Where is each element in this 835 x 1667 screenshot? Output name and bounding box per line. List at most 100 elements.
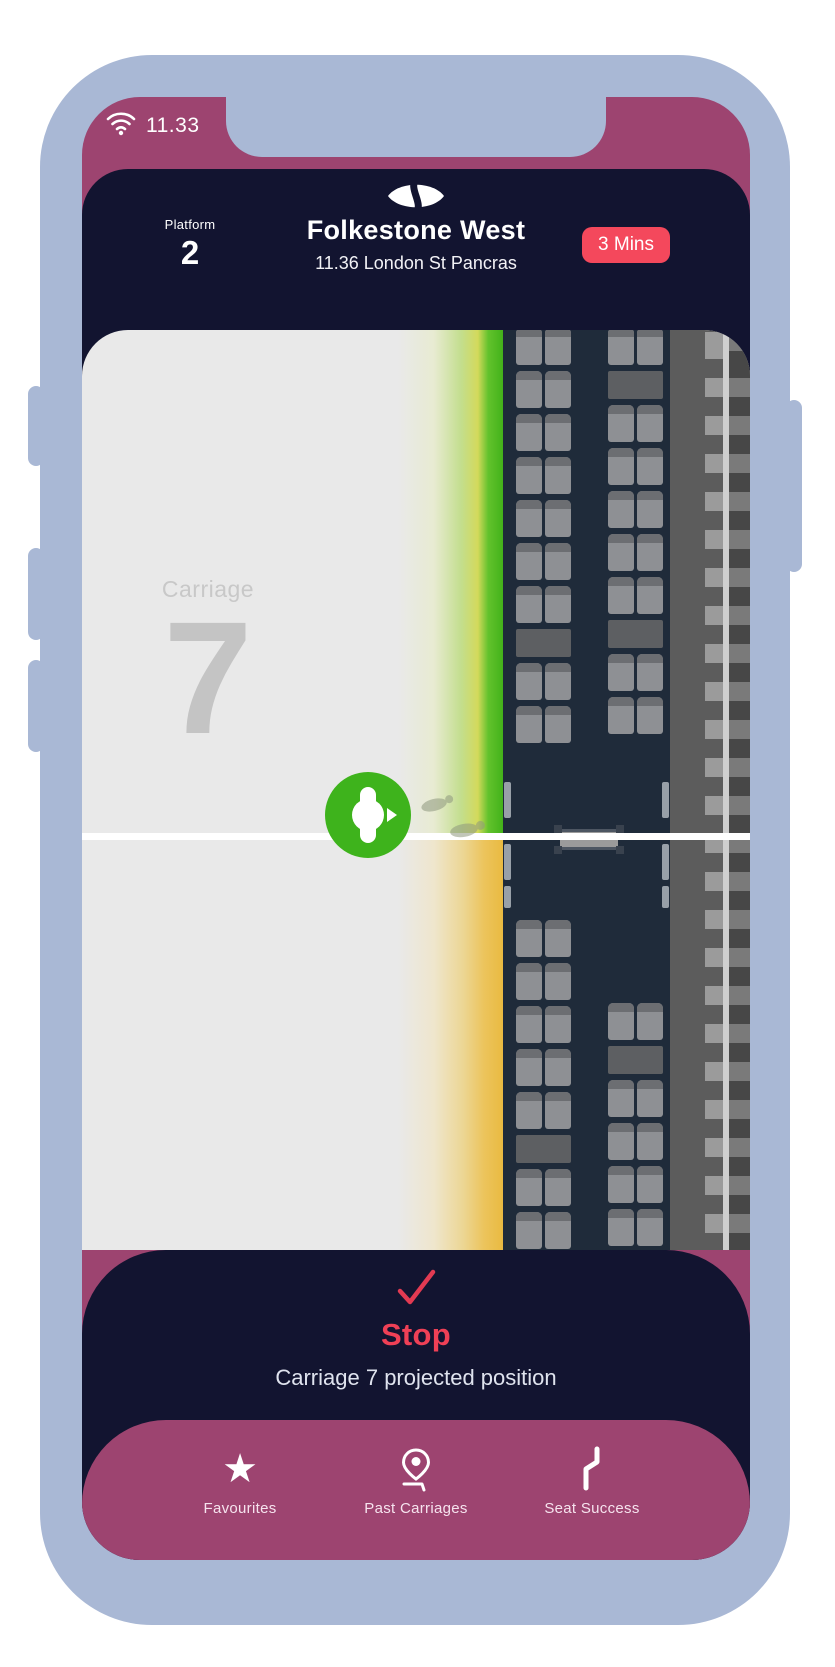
- nav-label: Favourites: [203, 1500, 277, 1517]
- guidance-gradient-green: [398, 330, 503, 836]
- table-block: [516, 629, 571, 657]
- seat-pair: [516, 706, 571, 743]
- seat: [608, 448, 634, 485]
- seat: [516, 330, 542, 365]
- footprints-icon: [414, 788, 502, 851]
- seat-pair: [516, 1169, 571, 1206]
- wifi-icon: [106, 110, 136, 141]
- nav-item-favourites[interactable]: ★ Favourites: [170, 1446, 310, 1560]
- seat: [545, 1169, 571, 1206]
- seat-pair: [516, 414, 571, 451]
- seat-pair: [516, 1092, 571, 1129]
- seat: [545, 414, 571, 451]
- bottom-nav: ★ Favourites Past Carriages Seat Success: [82, 1420, 750, 1560]
- seat-pair: [516, 920, 571, 957]
- seat-pair: [608, 1123, 663, 1160]
- seat: [608, 1123, 634, 1160]
- seat: [545, 586, 571, 623]
- power-button[interactable]: [786, 400, 802, 572]
- nav-item-past-carriages[interactable]: Past Carriages: [346, 1446, 486, 1560]
- seat: [545, 663, 571, 700]
- gangway-corner: [554, 846, 562, 854]
- seat: [516, 1006, 542, 1043]
- seat: [637, 577, 663, 614]
- nav-label: Past Carriages: [364, 1500, 468, 1517]
- seat: [516, 963, 542, 1000]
- platform-train-map[interactable]: Carriage 7: [82, 330, 750, 1250]
- train-carriage: [503, 330, 670, 1250]
- table-block: [608, 371, 663, 399]
- platform-edge-line: [723, 330, 729, 1250]
- seat: [608, 330, 634, 365]
- table-block: [608, 620, 663, 648]
- seat-pair: [516, 500, 571, 537]
- seat: [545, 457, 571, 494]
- seat-pair: [608, 654, 663, 691]
- seat: [516, 663, 542, 700]
- seat-pair: [516, 963, 571, 1000]
- guidance-gradient-gold: [398, 836, 503, 1250]
- nav-item-seat-success[interactable]: Seat Success: [522, 1446, 662, 1560]
- seat: [637, 1166, 663, 1203]
- seat-pair: [608, 577, 663, 614]
- seat: [545, 1049, 571, 1086]
- seat: [545, 500, 571, 537]
- gangway-corner: [554, 825, 562, 833]
- table-block: [516, 1135, 571, 1163]
- station-name: Folkestone West: [306, 215, 526, 245]
- check-icon: [392, 1266, 440, 1313]
- seat: [516, 414, 542, 451]
- seat: [637, 330, 663, 365]
- tactile-paving-light: [705, 330, 723, 1250]
- platform-edge-strip: [670, 330, 750, 1250]
- seat-pair: [608, 1003, 663, 1040]
- nav-label: Seat Success: [544, 1500, 640, 1517]
- stop-subtitle: Carriage 7 projected position: [275, 1365, 557, 1390]
- seat: [637, 405, 663, 442]
- eye-logo-icon: [385, 176, 447, 220]
- platform-number: 2: [180, 234, 200, 271]
- seat: [545, 963, 571, 1000]
- volume-down-button[interactable]: [28, 548, 44, 640]
- seat: [545, 1092, 571, 1129]
- seat: [637, 1080, 663, 1117]
- seat: [516, 500, 542, 537]
- seat-pair: [516, 371, 571, 408]
- platform-label: Platform: [164, 217, 216, 232]
- seat: [516, 1169, 542, 1206]
- star-icon: ★: [222, 1447, 258, 1491]
- seat: [608, 697, 634, 734]
- seat: [516, 586, 542, 623]
- tactile-paving-dark: [729, 330, 750, 1250]
- seat: [637, 1003, 663, 1040]
- volume-up-button[interactable]: [28, 386, 44, 466]
- seat-pair: [608, 697, 663, 734]
- seat: [637, 448, 663, 485]
- seat-pair: [608, 1080, 663, 1117]
- carriage-label: Carriage: [161, 576, 255, 602]
- seat-pair: [608, 1209, 663, 1246]
- table-block: [608, 1046, 663, 1074]
- stop-title: Stop: [380, 1317, 452, 1352]
- carriage-boundary-line: [82, 833, 750, 840]
- seat: [608, 1209, 634, 1246]
- door-pillar: [504, 844, 511, 880]
- seat: [637, 1209, 663, 1246]
- seat: [637, 491, 663, 528]
- seat: [545, 1006, 571, 1043]
- seat-pair: [608, 1166, 663, 1203]
- seat: [545, 920, 571, 957]
- seat: [545, 371, 571, 408]
- seat: [545, 1212, 571, 1249]
- seat: [545, 706, 571, 743]
- status-bar: 11.33: [82, 97, 750, 169]
- seat: [637, 697, 663, 734]
- seat: [516, 706, 542, 743]
- seat-pair: [516, 663, 571, 700]
- mute-switch[interactable]: [28, 660, 44, 752]
- gangway-corner: [616, 846, 624, 854]
- seat: [608, 654, 634, 691]
- seat: [608, 577, 634, 614]
- seat-pair: [516, 586, 571, 623]
- seat: [516, 371, 542, 408]
